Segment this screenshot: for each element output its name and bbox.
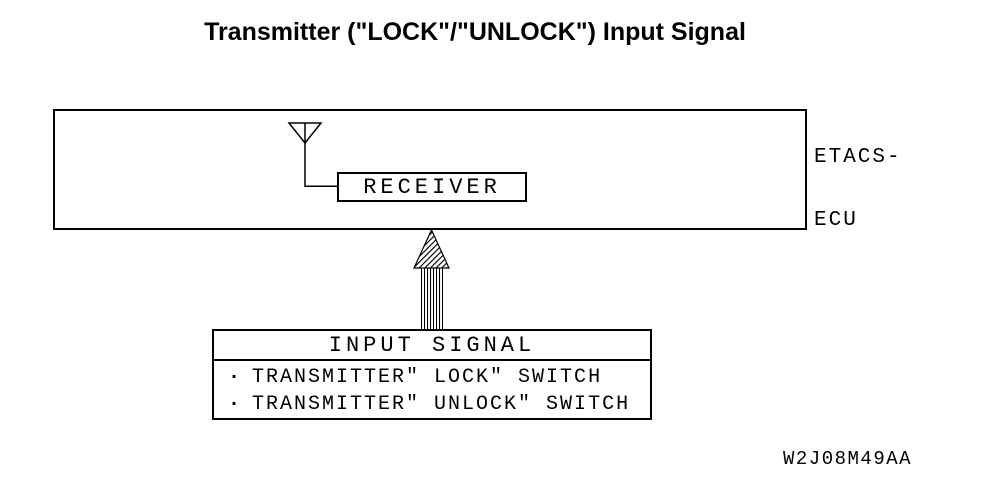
antenna-icon bbox=[287, 122, 339, 187]
input-signal-item-label: TRANSMITTER" LOCK" SWITCH bbox=[252, 366, 603, 389]
etacs-ecu-box bbox=[53, 109, 807, 230]
list-item: · TRANSMITTER" LOCK" SWITCH bbox=[228, 364, 650, 391]
arrow-head bbox=[413, 229, 450, 269]
bullet-icon: · bbox=[228, 393, 243, 416]
etacs-ecu-label: ETACS- ECU bbox=[814, 105, 902, 273]
arrow-shaft bbox=[420, 267, 443, 330]
page-title: Transmitter ("LOCK"/"UNLOCK") Input Sign… bbox=[204, 18, 746, 46]
etacs-ecu-label-line2: ECU bbox=[814, 209, 858, 232]
up-arrow-icon bbox=[413, 229, 450, 330]
input-signal-box: INPUT SIGNAL · TRANSMITTER" LOCK" SWITCH… bbox=[212, 329, 652, 420]
figure-code: W2J08M49AA bbox=[783, 448, 913, 470]
receiver-box: RECEIVER bbox=[337, 172, 527, 202]
list-item: · TRANSMITTER" UNLOCK" SWITCH bbox=[228, 391, 650, 418]
receiver-label: RECEIVER bbox=[363, 174, 501, 200]
bullet-icon: · bbox=[228, 366, 243, 389]
etacs-ecu-label-line1: ETACS- bbox=[814, 146, 902, 169]
input-signal-item-label: TRANSMITTER" UNLOCK" SWITCH bbox=[252, 393, 631, 416]
input-signal-header: INPUT SIGNAL bbox=[214, 331, 650, 361]
input-signal-header-label: INPUT SIGNAL bbox=[328, 332, 536, 358]
input-signal-list: · TRANSMITTER" LOCK" SWITCH · TRANSMITTE… bbox=[214, 361, 650, 418]
